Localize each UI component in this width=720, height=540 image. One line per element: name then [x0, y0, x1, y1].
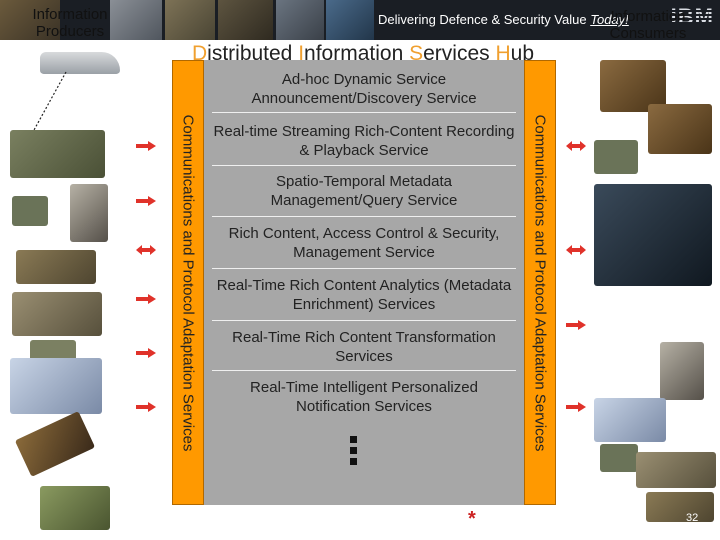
operator-workstation-icon: [600, 60, 666, 112]
tagline-prefix: Delivering Defence & Security Value: [378, 12, 587, 27]
adaptation-label-left: Communications and Protocol Adaptation S…: [179, 114, 197, 451]
service-transformation: Real-Time Rich Content Transformation Se…: [232, 329, 496, 365]
page-number: 32: [686, 512, 699, 524]
photo-jet-icon: [276, 0, 324, 40]
adaptation-bar-right: Communications and Protocol Adaptation S…: [524, 60, 556, 505]
title-rest: ub: [510, 42, 535, 65]
service-divider: [212, 268, 516, 269]
service-security: Rich Content, Access Control & Security,…: [228, 225, 500, 261]
double-arrow-icon: [136, 245, 156, 255]
ibm-logo: IBM: [670, 4, 714, 29]
ellipsis-dot: [350, 436, 357, 443]
title-rest: ervices: [423, 42, 496, 65]
tank-icon: [16, 250, 96, 284]
double-arrow-icon: [566, 245, 586, 255]
service-divider: [212, 370, 516, 371]
title-rest: istributed: [207, 42, 299, 65]
service-divider: [212, 320, 516, 321]
title-initial: S: [409, 42, 424, 65]
title-initial: D: [191, 42, 208, 65]
title-rest: nformation: [304, 42, 410, 65]
photo-aircraft-icon: [110, 0, 162, 40]
service-divider: [212, 112, 516, 113]
service-metadata: Spatio-Temporal Metadata Management/Quer…: [270, 173, 458, 209]
command-post-icon: [594, 398, 666, 442]
ellipsis-dot: [350, 447, 357, 454]
vehicle-icon: [600, 444, 638, 472]
military-truck-icon: [10, 130, 105, 178]
soldier-icon: [70, 184, 108, 242]
footnote-asterisk: *: [468, 508, 476, 530]
title-initial: H: [495, 42, 511, 65]
arrow-icon: [136, 402, 156, 412]
satellite-icon: [14, 411, 96, 477]
vehicle-icon: [594, 140, 638, 174]
satellite-dish-icon: [40, 486, 110, 530]
photo-soldier-icon: [0, 0, 60, 40]
tank-icon: [646, 492, 714, 522]
producers-label: Information Producers: [32, 6, 108, 40]
control-room-photo-icon: [594, 184, 712, 286]
consumers-label: Information Consumers: [609, 8, 687, 42]
adaptation-label-right: Communications and Protocol Adaptation S…: [531, 114, 549, 451]
service-discovery: Ad-hoc Dynamic Service Announcement/Disc…: [251, 71, 477, 107]
title-initial: I: [298, 42, 305, 65]
more-services-ellipsis: [350, 436, 358, 469]
service-notification: Real-Time Intelligent Personalized Notif…: [250, 379, 478, 415]
services-hub: Communications and Protocol Adaptation S…: [172, 60, 556, 505]
hub-title: Distributed Information Services Hub: [170, 42, 556, 66]
service-divider: [212, 165, 516, 166]
banner-tagline: Delivering Defence & Security Value Toda…: [378, 12, 629, 27]
arrow-icon: [136, 348, 156, 358]
adaptation-bar-left: Communications and Protocol Adaptation S…: [172, 60, 204, 505]
header-banner: Delivering Defence & Security Value Toda…: [0, 0, 720, 40]
helicopter-icon: [636, 452, 716, 488]
double-arrow-icon: [566, 141, 586, 151]
arrow-icon: [136, 196, 156, 206]
vehicle-icon: [12, 196, 48, 226]
photo-vehicle-icon: [165, 0, 215, 40]
ellipsis-dot: [350, 458, 357, 465]
service-analytics: Real-Time Rich Content Analytics (Metada…: [216, 277, 512, 313]
photo-navy-icon: [326, 0, 374, 40]
photo-troops-icon: [218, 0, 273, 40]
uav-drone-icon: [40, 52, 120, 74]
service-streaming: Real-time Streaming Rich-Content Recordi…: [213, 123, 515, 159]
arrow-icon: [136, 141, 156, 151]
soldier-icon: [660, 342, 704, 400]
operator-workstation-icon: [648, 104, 712, 154]
arrow-icon: [566, 402, 586, 412]
arrow-icon: [136, 294, 156, 304]
service-divider: [212, 216, 516, 217]
arrow-icon: [566, 320, 586, 330]
helicopter-icon: [12, 292, 102, 336]
command-post-icon: [10, 358, 102, 414]
dotted-link-line: [33, 71, 67, 131]
tagline-today: Today!: [590, 12, 629, 27]
